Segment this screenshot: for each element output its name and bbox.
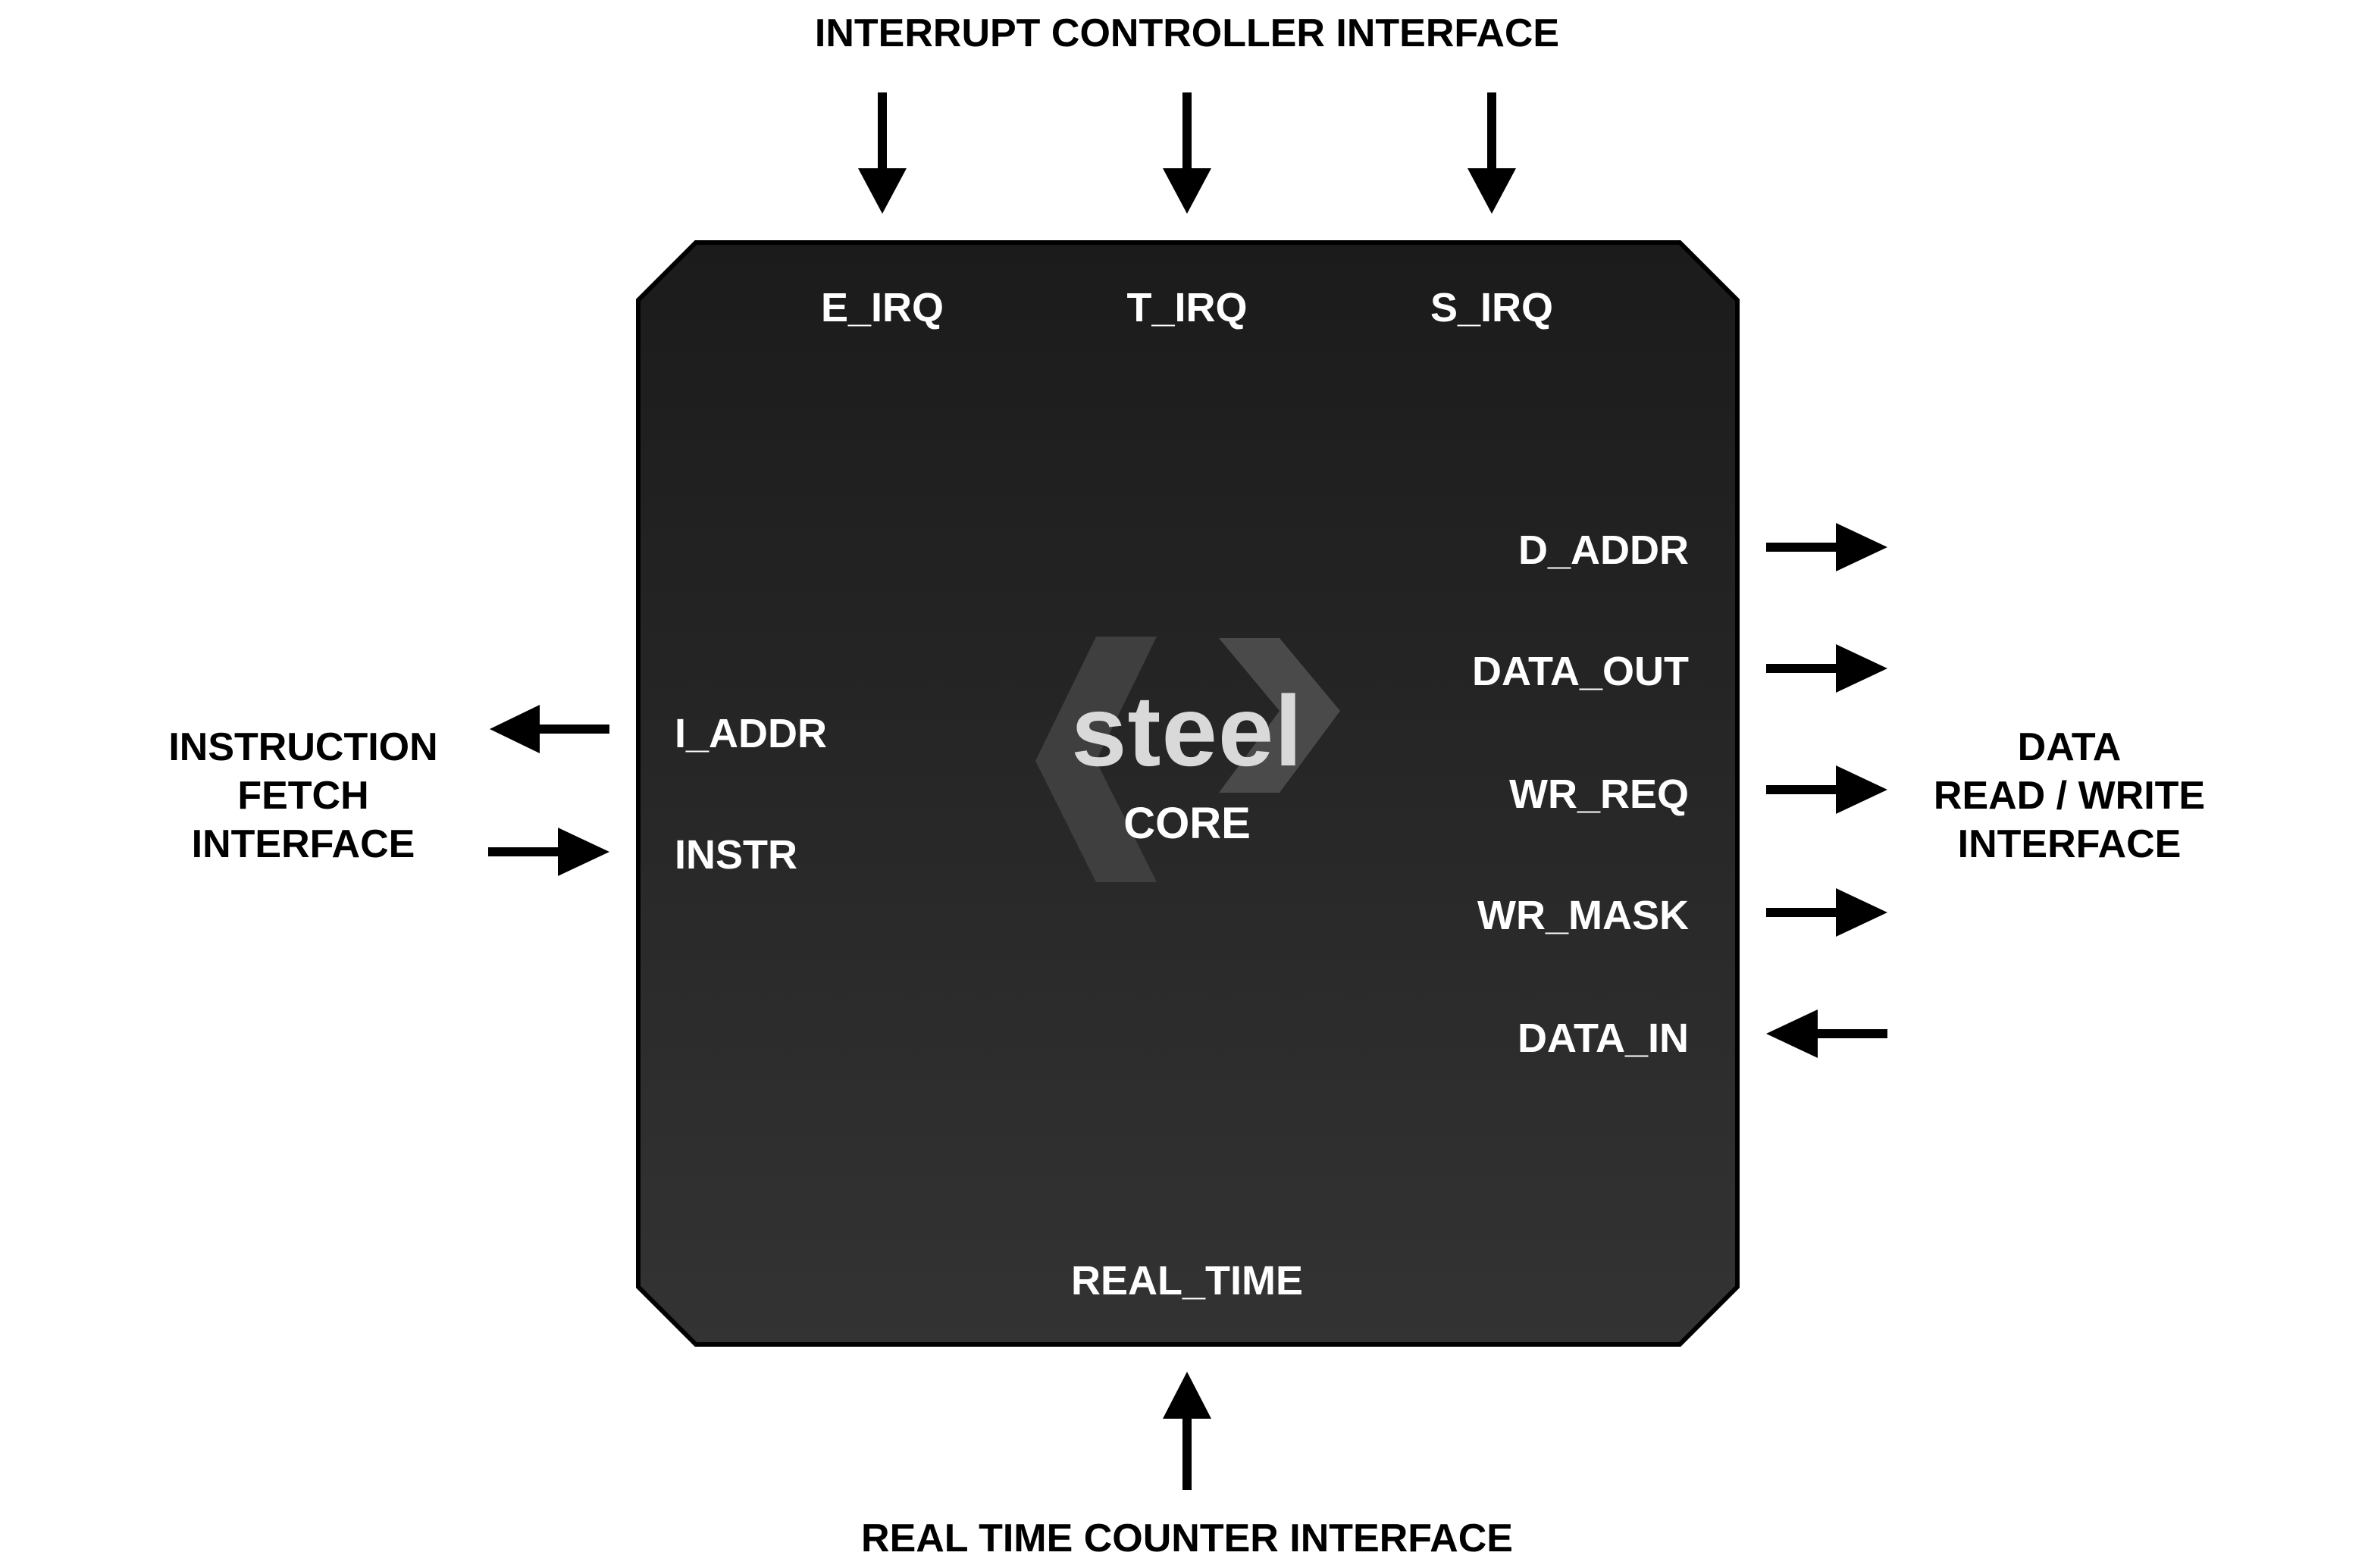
signal-wr-mask: WR_MASK — [1477, 893, 1689, 938]
arrow-wr-mask-icon — [1766, 888, 1887, 937]
arrow-instr-icon — [488, 828, 609, 876]
logo-chevron-left-icon — [1035, 637, 1157, 882]
signal-data-out: DATA_OUT — [1472, 649, 1689, 694]
arrow-i-addr-icon — [490, 705, 609, 753]
instruction-fetch-interface-label: INSTRUCTION FETCH INTERFACE — [168, 723, 437, 869]
arrow-real-time-icon — [1163, 1372, 1211, 1490]
arrow-data-out-icon — [1766, 644, 1887, 693]
signal-data-in: DATA_IN — [1518, 1016, 1689, 1061]
instruction-fetch-line-1: INSTRUCTION — [168, 725, 438, 769]
data-read-write-interface-label: DATA READ / WRITE INTERFACE — [1934, 723, 2205, 869]
signal-instr: INSTR — [675, 832, 797, 878]
core-block — [636, 240, 1740, 1347]
signal-s-irq: S_IRQ — [1430, 285, 1554, 330]
data-read-write-line-3: INTERFACE — [1957, 822, 2182, 866]
logo-chevron-right-icon — [1219, 638, 1340, 793]
signal-i-addr: I_ADDR — [675, 711, 828, 756]
interrupt-controller-interface-label: INTERRUPT CONTROLLER INTERFACE — [814, 11, 1560, 55]
data-read-write-line-1: DATA — [2017, 725, 2122, 769]
data-read-write-line-2: READ / WRITE — [1933, 774, 2206, 818]
arrow-t-irq-icon — [1163, 92, 1211, 214]
arrow-e-irq-icon — [858, 92, 907, 214]
signal-real-time: REAL_TIME — [1070, 1258, 1304, 1304]
steel-logo-word: steel — [1071, 675, 1303, 787]
instruction-fetch-line-2: FETCH — [237, 774, 369, 818]
arrow-d-addr-icon — [1766, 523, 1887, 571]
signal-t-irq: T_IRQ — [1126, 285, 1248, 330]
arrow-data-in-icon — [1766, 1009, 1887, 1058]
instruction-fetch-line-3: INTERFACE — [191, 822, 415, 866]
signal-d-addr: D_ADDR — [1518, 527, 1689, 573]
signal-e-irq: E_IRQ — [820, 285, 944, 330]
real-time-counter-interface-label: REAL TIME COUNTER INTERFACE — [861, 1516, 1513, 1560]
signal-wr-req: WR_REQ — [1508, 771, 1689, 817]
arrow-wr-req-icon — [1766, 765, 1887, 814]
arrow-s-irq-icon — [1467, 92, 1516, 214]
core-name-label: CORE — [1123, 799, 1251, 848]
